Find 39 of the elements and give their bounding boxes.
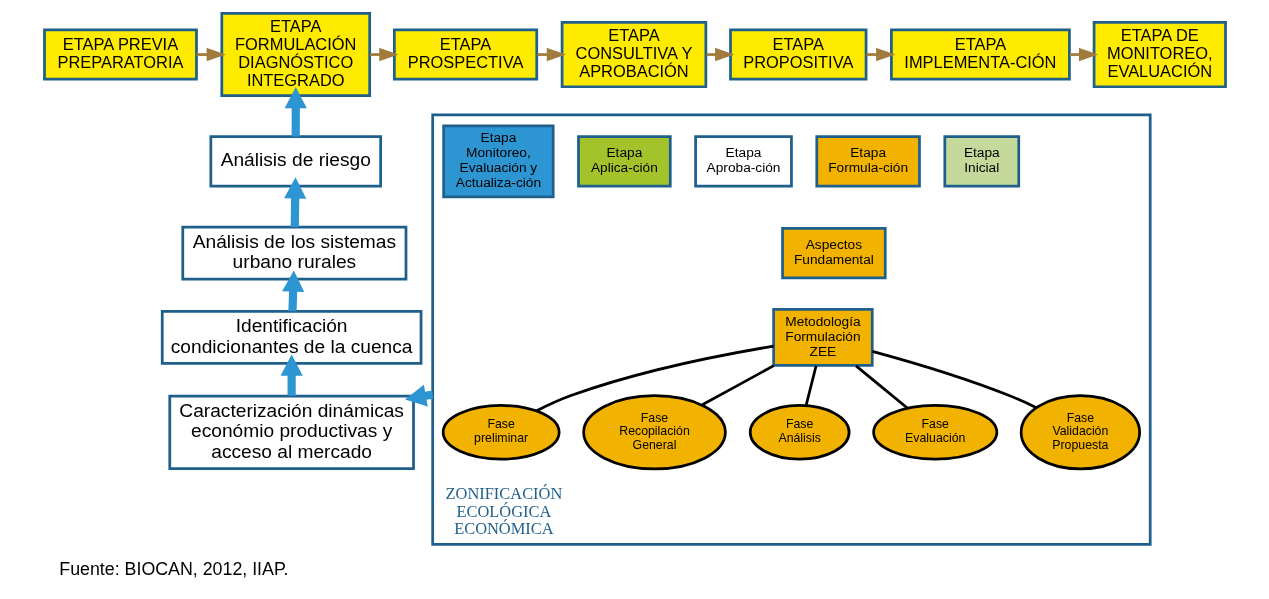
node-box: ETAPA FORMULACIÓN DIAGNÓSTICO INTEGRADO [219, 12, 371, 98]
node-box: Aspectos Fundamental [780, 227, 887, 280]
node-box: Metodología Formulación ZEE [771, 307, 874, 367]
arrow [195, 47, 226, 62]
arrow [281, 270, 304, 312]
node-box: Caracterización dinámicas económio productivas y acceso al mercado [167, 394, 415, 470]
node-ellipse: Fase Evaluación [871, 404, 998, 461]
connector [871, 350, 1037, 409]
node-box: ETAPA DE MONITOREO, EVALUACIÓN [1092, 21, 1227, 89]
node-ellipse: Fase Recopilación General [581, 394, 727, 471]
node-ellipse: Fase preliminar [441, 404, 560, 461]
node-box: ETAPA CONSULTIVA Y APROBACIÓN [560, 21, 707, 89]
node-box: Etapa Monitoreo, Evaluación y Actualiza-ción [441, 124, 555, 199]
arrow [706, 47, 734, 62]
connector [804, 365, 817, 406]
arrow [1069, 47, 1098, 62]
node-box: ETAPA IMPLEMENTA-CIÓN [889, 28, 1071, 81]
arrow [369, 47, 398, 62]
node-box: Etapa Inicial [942, 135, 1020, 188]
node-box: Etapa Aplica-ción [576, 135, 672, 188]
connector [535, 344, 774, 413]
node-box: Etapa Aproba-ción [693, 135, 793, 188]
node-ellipse: Fase Análisis [748, 404, 850, 461]
node-box: ETAPA PROSPECTIVA [392, 28, 538, 81]
node-box: Análisis de riesgo [209, 135, 382, 188]
node-box: Análisis de los sistemas urbano rurales [180, 225, 407, 281]
connector [701, 364, 774, 406]
node-ellipse: Fase Validación Propuesta [1019, 394, 1141, 471]
arrow [536, 47, 566, 62]
caption: Fuente: BIOCAN, 2012, IIAP. [58, 559, 288, 580]
connector [854, 364, 908, 410]
arrow [865, 47, 895, 62]
node-box: ETAPA PROPOSITIVA [728, 28, 867, 81]
node-box: ETAPA PREVIA PREPARATORIA [42, 28, 198, 81]
arrow [283, 177, 306, 228]
arrow [284, 87, 307, 137]
node-box: Identificación condicionantes de la cuenca [160, 309, 422, 365]
node-box: Etapa Formula-ción [814, 135, 921, 188]
arrow [280, 354, 303, 396]
